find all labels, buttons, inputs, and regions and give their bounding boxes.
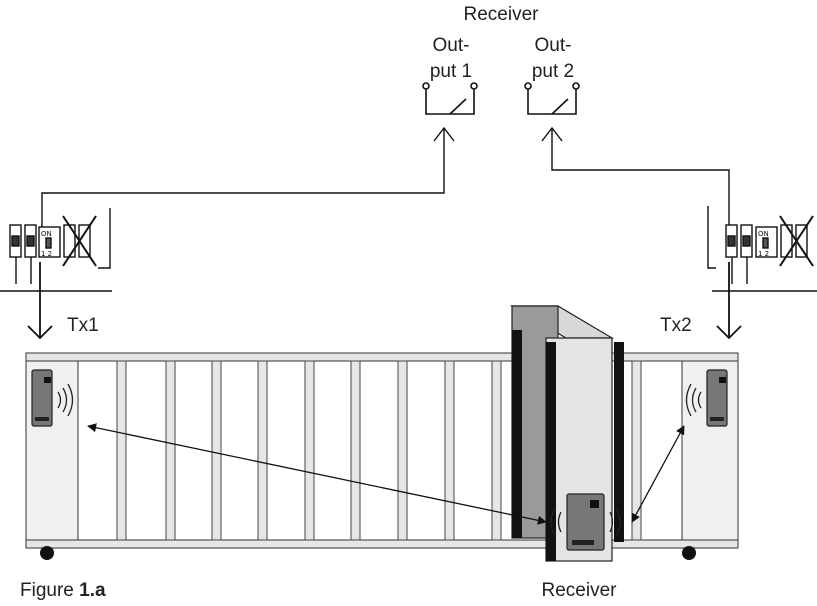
tx2-dip-on-label: ON: [758, 230, 769, 238]
receiver-top-title: Receiver: [464, 4, 540, 25]
figure-number: 1.a: [79, 580, 106, 601]
output2-label-line2: put 2: [532, 61, 574, 82]
output2-label-line1: Out-: [535, 35, 572, 56]
output1-label-line2: put 1: [430, 61, 472, 82]
output1-label-line1: Out-: [433, 35, 470, 56]
output2-relay-contact: [524, 82, 580, 115]
receiver-bottom-label: Receiver: [542, 580, 618, 601]
tx2-signal-arrow: [631, 425, 685, 523]
tx1-terminal-block: ON 1 2: [0, 208, 112, 292]
tx2-arrow-head: [716, 325, 742, 340]
figure-prefix: Figure: [20, 580, 79, 601]
tx1-dip-numbers: 1 2: [41, 250, 52, 258]
tx2-label: Tx2: [660, 315, 692, 336]
tx2-transmitter-device: [685, 369, 728, 427]
receiver-device: [550, 493, 621, 551]
tx1-transmitter-device: [31, 369, 74, 427]
tx2-wire-to-output2: [541, 126, 730, 232]
tx1-dip-on-label: ON: [41, 230, 52, 238]
tx1-signal-arrow: [87, 423, 547, 525]
output1-relay-contact: [422, 82, 478, 115]
tx1-arrow-head: [27, 325, 53, 340]
tx1-label: Tx1: [67, 315, 99, 336]
tx1-wire-to-output1: [41, 126, 455, 232]
sliding-gate: [25, 352, 739, 560]
figure-caption: Figure 1.a: [20, 580, 106, 601]
tx2-terminal-block: ON 1 2: [707, 206, 817, 292]
tx2-dip-numbers: 1 2: [758, 250, 769, 258]
